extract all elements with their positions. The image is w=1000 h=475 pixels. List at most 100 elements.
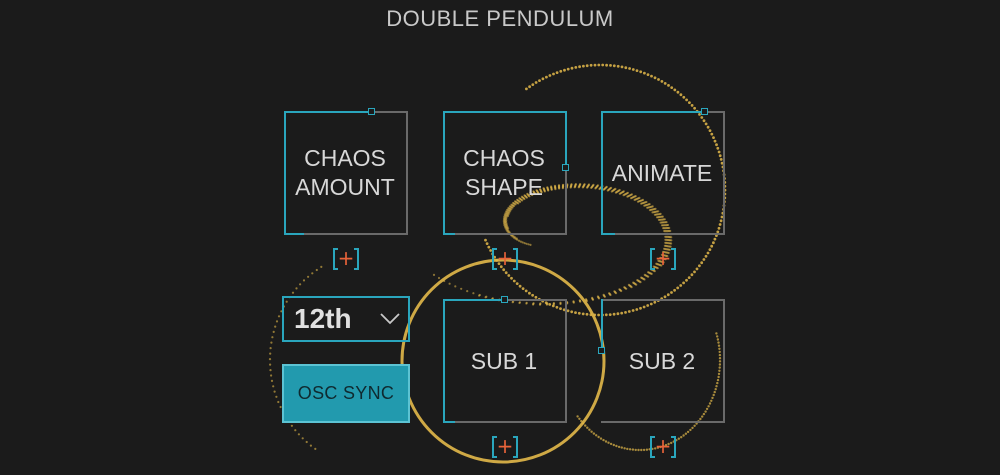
trail-dot <box>529 243 532 246</box>
trail-dot <box>478 293 481 297</box>
trail-dot <box>663 295 667 299</box>
trail-dot <box>704 122 708 126</box>
trail-dot <box>650 74 653 78</box>
pendulum-orbit <box>400 258 606 464</box>
trail-dot <box>712 241 715 245</box>
sub2-knob[interactable]: SUB 2 <box>598 299 725 423</box>
trail-dot <box>716 335 719 338</box>
trail-dot <box>662 227 665 230</box>
trail-dot <box>555 71 559 74</box>
chaos-amount-knob[interactable]: CHAOS AMOUNT <box>284 108 408 235</box>
trail-dot <box>271 336 274 339</box>
trail-dot <box>586 186 589 189</box>
trail-dot <box>664 238 667 241</box>
trail-dot <box>269 352 272 355</box>
trail-dot <box>521 287 525 290</box>
trail-dot <box>273 390 276 393</box>
trail-dot <box>718 360 722 363</box>
trail-dot <box>639 306 642 310</box>
trail-dot <box>315 268 318 272</box>
interval-dropdown[interactable]: 12th <box>282 296 410 342</box>
trail-dot <box>715 385 718 388</box>
trail-dot <box>607 441 610 444</box>
trail-dot <box>698 113 701 116</box>
trail-dot <box>510 208 513 211</box>
trail-dot <box>295 287 298 290</box>
trail-dot <box>653 300 657 304</box>
trail-dot <box>620 311 624 315</box>
knob-handle <box>562 164 569 171</box>
trail-dot <box>642 448 646 452</box>
trail-dot <box>718 363 722 366</box>
trail-dot <box>657 78 660 81</box>
trail-dot <box>270 379 274 382</box>
trail-dot <box>695 267 699 271</box>
trail-dot <box>691 426 694 430</box>
trail-dot <box>700 261 704 265</box>
trail-dot <box>606 189 609 192</box>
trail-dot <box>719 158 723 161</box>
trail-dot <box>707 405 710 408</box>
sub1-mod-button[interactable]: + <box>492 434 518 458</box>
trail-dot <box>596 295 600 298</box>
trail-dot <box>454 285 457 288</box>
trail-dot <box>717 150 721 154</box>
trail-dot <box>581 312 585 316</box>
trail-dot <box>585 312 589 316</box>
trail-dot <box>472 292 475 295</box>
trail-dot <box>710 244 714 248</box>
trail-dot <box>670 86 674 89</box>
trail-dot <box>693 424 696 427</box>
trail-dot <box>700 116 704 119</box>
trail-dot <box>631 309 635 312</box>
trail-dot <box>643 71 646 75</box>
trail-dot <box>615 444 618 448</box>
trail-dot <box>552 72 555 76</box>
trail-dot <box>593 313 597 317</box>
trail-dot <box>685 98 688 102</box>
chaos-shape-knob[interactable]: CHAOS SHAPE <box>443 111 569 235</box>
trail-dot <box>653 213 657 216</box>
trail-dot <box>655 216 659 219</box>
animate-mod-button[interactable]: + <box>650 246 676 270</box>
trail-dot <box>701 415 704 418</box>
sub2-mod-button[interactable]: + <box>650 434 676 458</box>
animate-knob[interactable]: ANIMATE <box>601 108 725 235</box>
trail-dot <box>563 68 566 72</box>
knob-accent <box>284 111 286 235</box>
trail-dot <box>627 310 631 313</box>
knob-accent <box>443 421 455 423</box>
trail-dot <box>570 310 574 314</box>
trail-dot <box>660 80 664 83</box>
trail-dot <box>524 289 528 293</box>
trail-dot <box>538 79 541 82</box>
trail-dot <box>642 305 646 309</box>
chaos-amount-mod-button[interactable]: + <box>333 246 359 270</box>
trail-dot <box>717 341 720 344</box>
trail-dot <box>466 290 469 293</box>
trail-dot <box>320 265 323 268</box>
trail-dot <box>664 443 668 447</box>
trail-dot <box>305 440 308 444</box>
sub1-knob[interactable]: SUB 1 <box>443 296 567 423</box>
trail-dot <box>718 357 722 360</box>
trail-dot <box>645 448 649 451</box>
trail-dot <box>654 447 657 450</box>
trail-dot <box>581 186 585 189</box>
trail-dot <box>636 279 639 282</box>
trail-dot <box>512 204 516 208</box>
chaos-shape-mod-button[interactable]: + <box>492 246 518 270</box>
trail-dot <box>485 242 489 246</box>
trail-dot <box>504 271 508 275</box>
trail-dot <box>639 70 643 74</box>
chaos-amount-label: CHAOS AMOUNT <box>295 145 395 200</box>
trail-dot <box>268 358 272 361</box>
trail-dot <box>623 447 626 450</box>
trail-dot <box>595 434 598 437</box>
knob-accent <box>443 299 505 301</box>
trail-dot <box>684 432 688 435</box>
trail-dot <box>301 437 304 440</box>
osc-sync-button[interactable]: OSC SYNC <box>282 364 410 423</box>
knob-handle <box>598 347 605 354</box>
trail-dot <box>708 248 712 252</box>
